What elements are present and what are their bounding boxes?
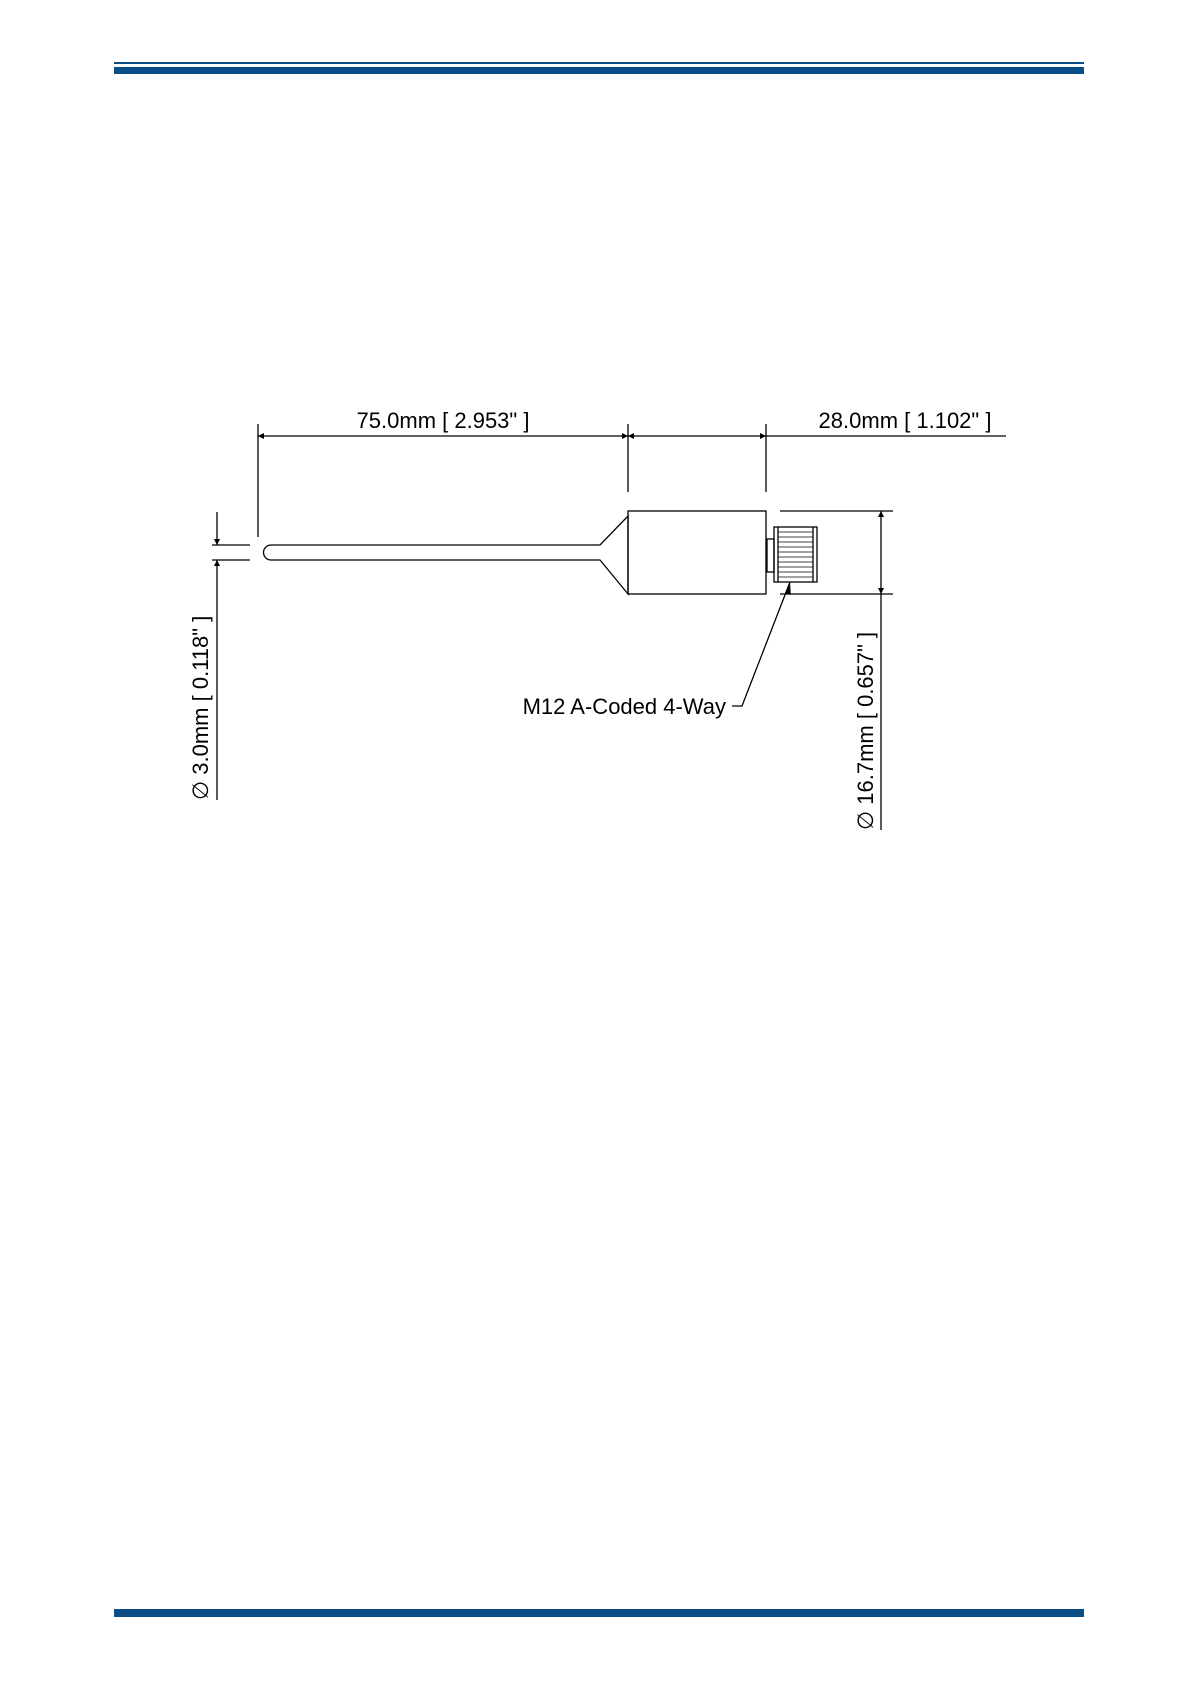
leader-connector bbox=[732, 582, 790, 706]
footer-rule bbox=[114, 1609, 1084, 1617]
leader-connector-arrowhead bbox=[785, 582, 791, 595]
probe-body bbox=[628, 511, 766, 594]
dimension-label-body-diameter: ∅ 16.7mm [ 0.657" ] bbox=[853, 632, 878, 830]
dimension-label-probe-diameter: ∅ 3.0mm [ 0.118" ] bbox=[188, 616, 213, 800]
dimension-label-body-length: 28.0mm [ 1.102" ] bbox=[819, 408, 992, 433]
connector-callout-label: M12 A-Coded 4-Way bbox=[523, 694, 726, 719]
dimension-label-probe-length: 75.0mm [ 2.953" ] bbox=[357, 408, 530, 433]
probe-stem bbox=[264, 516, 629, 594]
m12-connector bbox=[767, 527, 817, 582]
